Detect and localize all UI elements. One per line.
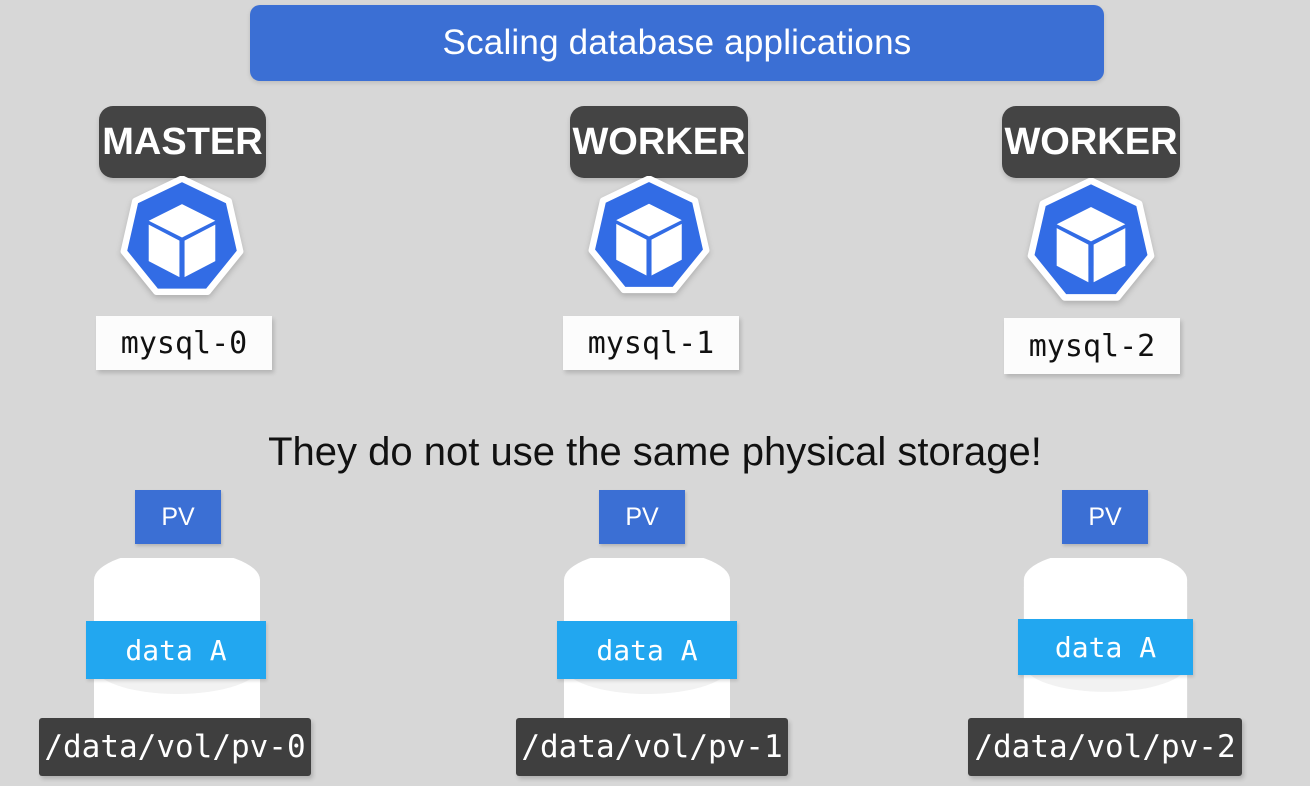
kubernetes-logo [1025,178,1157,310]
host-path-label: /data/vol/pv-0 [39,718,311,776]
host-path-label: /data/vol/pv-1 [516,718,788,776]
page-title: Scaling database applications [442,23,912,62]
pod-name-label: mysql-0 [120,325,248,361]
host-path-text: /data/vol/pv-2 [974,729,1236,765]
pod-name-label: mysql-1 [587,325,715,361]
data-band-label: data A [1054,630,1157,664]
caption-text: They do not use the same physical storag… [268,430,1042,474]
pv-tag-label: PV [1088,502,1122,531]
role-badge-master: MASTER [99,106,266,178]
role-badge-label: MASTER [102,120,263,163]
role-badge-label: WORKER [572,120,746,163]
pv-tag-label: PV [161,502,195,531]
data-band: data A [1018,619,1193,675]
host-path-text: /data/vol/pv-0 [44,729,306,765]
kubernetes-logo [118,176,246,304]
pod-name-label: mysql-2 [1028,328,1156,364]
pv-tag: PV [599,490,685,544]
role-badge-worker-2: WORKER [1002,106,1180,178]
kubernetes-logo [586,176,712,302]
pv-tag: PV [1062,490,1148,544]
host-path-label: /data/vol/pv-2 [968,718,1242,776]
data-band-label: data A [125,633,227,667]
data-band-label: data A [596,633,698,667]
pod-name-box: mysql-2 [1004,318,1180,374]
role-badge-label: WORKER [1004,120,1178,163]
host-path-text: /data/vol/pv-1 [521,729,783,765]
title-banner: Scaling database applications [250,5,1104,81]
role-badge-worker-1: WORKER [570,106,748,178]
pv-tag: PV [135,490,221,544]
data-band: data A [557,621,737,679]
pod-name-box: mysql-0 [96,316,272,370]
pv-tag-label: PV [625,502,659,531]
data-band: data A [86,621,266,679]
pod-name-box: mysql-1 [563,316,739,370]
